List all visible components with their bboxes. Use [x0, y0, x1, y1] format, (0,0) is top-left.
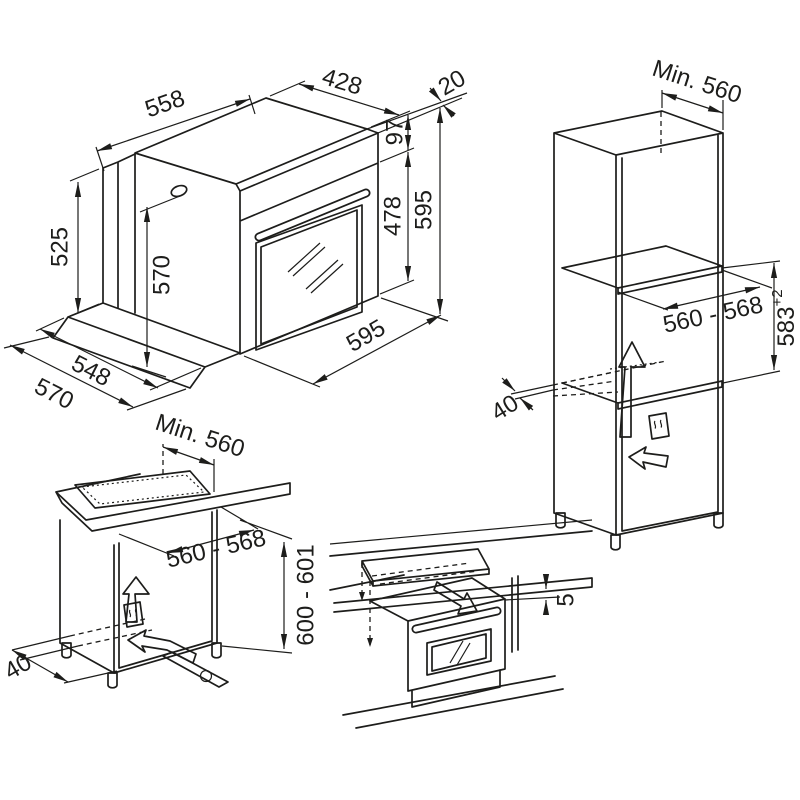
extension-lines: [617, 90, 781, 384]
gap-extension-line: [504, 596, 561, 601]
airflow-bent-arrow: [628, 446, 669, 470]
dim-label-560-568: 560 - 568: [661, 291, 766, 338]
airflow-up-arrow: [122, 576, 150, 623]
dim-label-min560: Min. 560: [152, 409, 248, 463]
dim-line-min560: [162, 446, 215, 466]
cooktop: [361, 548, 490, 587]
worktop: [55, 473, 291, 532]
lower-shelf-hidden-edge: [561, 360, 667, 384]
dim-label-478: 478: [380, 196, 407, 236]
dim-label-570-floor: 570: [30, 373, 78, 415]
tall-cabinet-view: Min. 560 560 - 568 583+2 40: [487, 55, 800, 551]
dim-label-558: 558: [142, 85, 189, 124]
floor-lines: [342, 675, 564, 729]
cooktop-cutout-inner: [80, 474, 206, 505]
cooktop-cutout: [74, 470, 211, 509]
dim-line-front-width-595: [312, 314, 442, 385]
dim-line-vent-40: [11, 649, 69, 683]
extension-lines: [63, 459, 293, 684]
dim-label-595-width: 595: [342, 314, 390, 357]
dim-label-vent-40: 40: [0, 649, 36, 686]
dim-line-width-560-568: [167, 529, 255, 554]
drop-arrowheads: [359, 592, 373, 647]
plinth: [411, 669, 501, 708]
dim-label-560-568: 560 - 568: [164, 524, 269, 573]
oven-door-glass: [255, 204, 363, 351]
upper-shelf: [561, 245, 723, 295]
vent-gap-lines: [510, 384, 554, 400]
heat-warning-tag: [123, 601, 144, 628]
heat-icon: [128, 608, 138, 618]
niche-wall-and-step: [102, 153, 136, 309]
vent-gap-hidden-lines: [552, 371, 619, 397]
dim-label-595-height: 595: [411, 190, 438, 230]
dim-line-width-558: [96, 98, 251, 152]
dim-label-600-601: 600 - 601: [293, 544, 320, 645]
dim-label-583: 583+2: [769, 289, 800, 346]
dim-line-width-560-568: [662, 286, 761, 310]
heat-flow-arrow: [433, 581, 478, 615]
dim-line-min560: [661, 92, 724, 114]
airflow-up-arrow: [618, 341, 646, 438]
niche-floor: [52, 302, 241, 389]
wall-line: [329, 519, 593, 545]
cabinet-feet: [555, 512, 724, 551]
dim-label-570-body: 570: [149, 255, 176, 295]
oven-handle-fill: [413, 608, 500, 632]
under-worktop-view: 5: [329, 519, 593, 729]
vent-gap-hidden-lines: [69, 618, 153, 647]
heat-icon: [653, 419, 663, 429]
dim-label-gap-5: 5: [553, 593, 580, 606]
dim-label-428: 428: [319, 63, 365, 101]
extension-lines: [3, 80, 468, 411]
heat-warning-tag: [648, 412, 670, 440]
lower-shelf: [561, 380, 723, 410]
dim-label-97: 97: [382, 119, 409, 146]
dim-line-depth-428: [298, 83, 400, 116]
dim-label-548: 548: [67, 350, 115, 392]
worktop-lines: [329, 530, 593, 613]
airflow-bent-arrow: [127, 629, 197, 664]
oven-front-frame: [239, 132, 379, 355]
glass-reflection: [287, 242, 344, 294]
dim-arrow-overhang-b: [442, 104, 456, 118]
vent-gap-dotted-line: [609, 361, 662, 370]
oven-front-and-top: [369, 575, 519, 692]
oven-door-glass: [426, 628, 492, 676]
plinth-vent-symbol: [199, 669, 213, 683]
vent-dim-arrow-a: [501, 377, 516, 392]
oven-isometric-view: 558 428 20 97 478 595 525 570 548 570 59…: [3, 63, 471, 415]
body-top-hole: [170, 184, 188, 198]
oven-handle-fill: [256, 190, 369, 240]
dim-line-floor-570: [9, 344, 134, 408]
cutout-hidden-lines: [361, 562, 479, 645]
glass-reflection: [449, 640, 471, 666]
dim-arrow-overhang-a: [428, 87, 442, 102]
base-cabinet-outline: [59, 509, 218, 674]
base-cabinet-view: Min. 560 560 - 568 600 - 601 40: [0, 409, 320, 689]
vent-dim-arrow-b: [519, 397, 534, 411]
dim-label-525: 525: [47, 227, 74, 267]
dim-label-20: 20: [434, 65, 471, 102]
dim-label-min560: Min. 560: [649, 55, 745, 109]
dim-label-vent-40: 40: [487, 389, 524, 426]
